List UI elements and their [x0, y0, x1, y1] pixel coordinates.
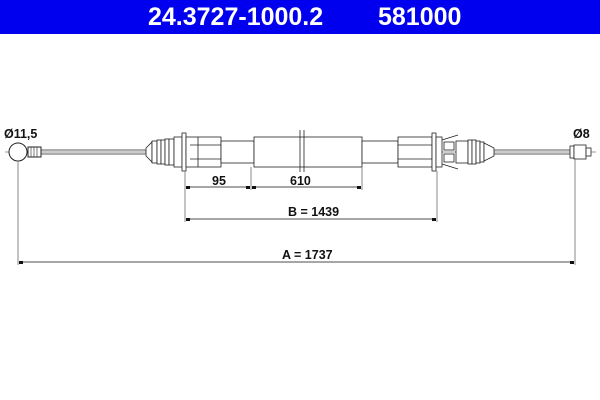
reference-number: 581000	[378, 3, 462, 31]
dim-a-label: A = 1737	[282, 248, 333, 262]
sleeve	[253, 136, 363, 168]
title-bar: 24.3727-1000.2 581000	[0, 0, 600, 34]
right-diameter-label: Ø8	[573, 127, 590, 141]
left-diameter-label: Ø11,5	[4, 127, 37, 141]
dim-610-label: 610	[290, 174, 311, 188]
left-ball-end	[8, 142, 42, 162]
dim-b-label: B = 1439	[288, 205, 339, 219]
right-nipple-end	[569, 144, 592, 160]
dim-95-label: 95	[212, 174, 226, 188]
left-boot	[145, 132, 222, 172]
part-number: 24.3727-1000.2	[148, 3, 324, 31]
right-fitting	[397, 132, 495, 172]
